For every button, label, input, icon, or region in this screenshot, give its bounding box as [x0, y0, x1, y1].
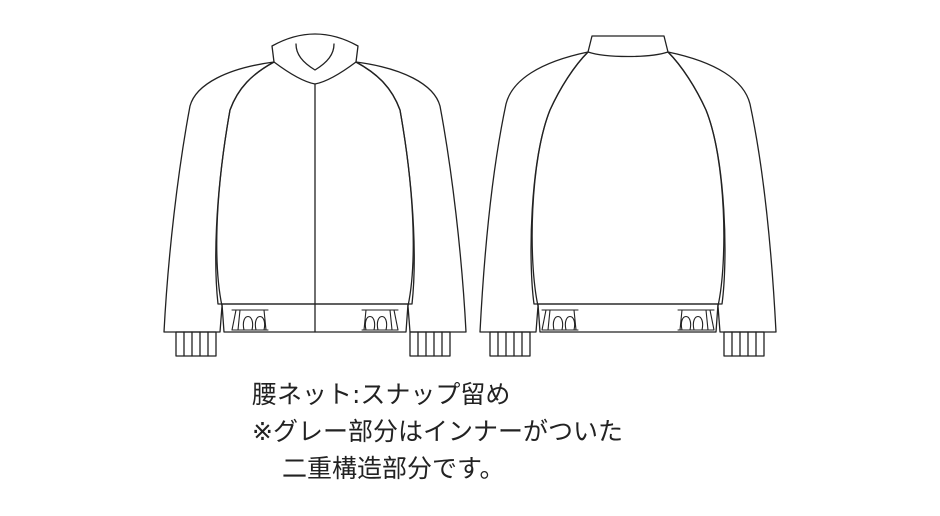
back-waist-net-left: [541, 309, 579, 331]
back-waist-net-right: [677, 309, 715, 331]
back-waistband: [537, 303, 719, 333]
back-collar: [587, 35, 669, 58]
front-waist-net-right: [361, 309, 399, 331]
front-waistband: [221, 303, 409, 333]
jacket-technical-drawing: [163, 33, 777, 357]
waist-net-note: 腰ネット:スナップ留め: [252, 380, 511, 409]
back-view: [479, 35, 777, 357]
front-collar: [271, 33, 359, 85]
front-left-cuff: [175, 331, 217, 357]
front-waist-net-left: [231, 309, 269, 331]
back-right-cuff: [723, 331, 765, 357]
front-right-cuff: [409, 331, 451, 357]
back-body: [530, 51, 726, 305]
back-left-cuff: [489, 331, 531, 357]
gray-area-note: ※グレー部分はインナーがついた: [252, 417, 623, 446]
garment-notes: 腰ネット:スナップ留め ※グレー部分はインナーがついた 二重構造部分です。: [252, 376, 852, 487]
gray-area-note-continued: 二重構造部分です。: [282, 454, 505, 483]
front-view: [163, 33, 467, 357]
